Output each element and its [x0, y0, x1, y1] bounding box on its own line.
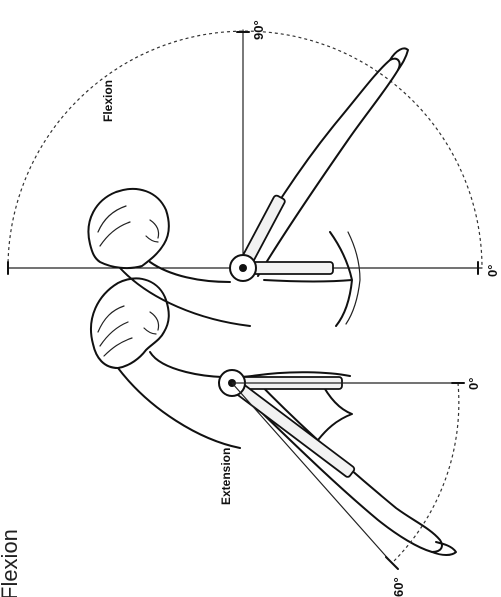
extension-face [144, 312, 159, 334]
flexion-zero-label: 0° [485, 265, 500, 277]
extension-hair [98, 306, 132, 356]
extension-sixty-tick [386, 557, 398, 569]
extension-goniometer-moving-arm [228, 378, 355, 478]
caption-flexion-partial: Flexion [0, 529, 22, 597]
flexion-arc [8, 31, 482, 268]
extension-sixty-line [232, 383, 392, 563]
flexion-face [146, 220, 159, 242]
flexion-head [88, 189, 168, 268]
extension-figure: Extension 0° 60° [91, 278, 481, 597]
flexion-arm [243, 59, 400, 276]
extension-sixty-label: 60° [391, 577, 406, 597]
flexion-figure: Flexion 90° 0° [8, 20, 500, 326]
extension-zero-label: 0° [466, 378, 481, 390]
extension-arc [392, 383, 459, 563]
flexion-hair [98, 206, 130, 246]
extension-label: Extension [219, 448, 233, 505]
flexion-label: Flexion [101, 80, 115, 122]
flexion-goniometer-pivot [239, 264, 247, 272]
extension-hand [432, 542, 456, 555]
flexion-ninety-label: 90° [251, 20, 266, 40]
flexion-belt [346, 232, 360, 324]
